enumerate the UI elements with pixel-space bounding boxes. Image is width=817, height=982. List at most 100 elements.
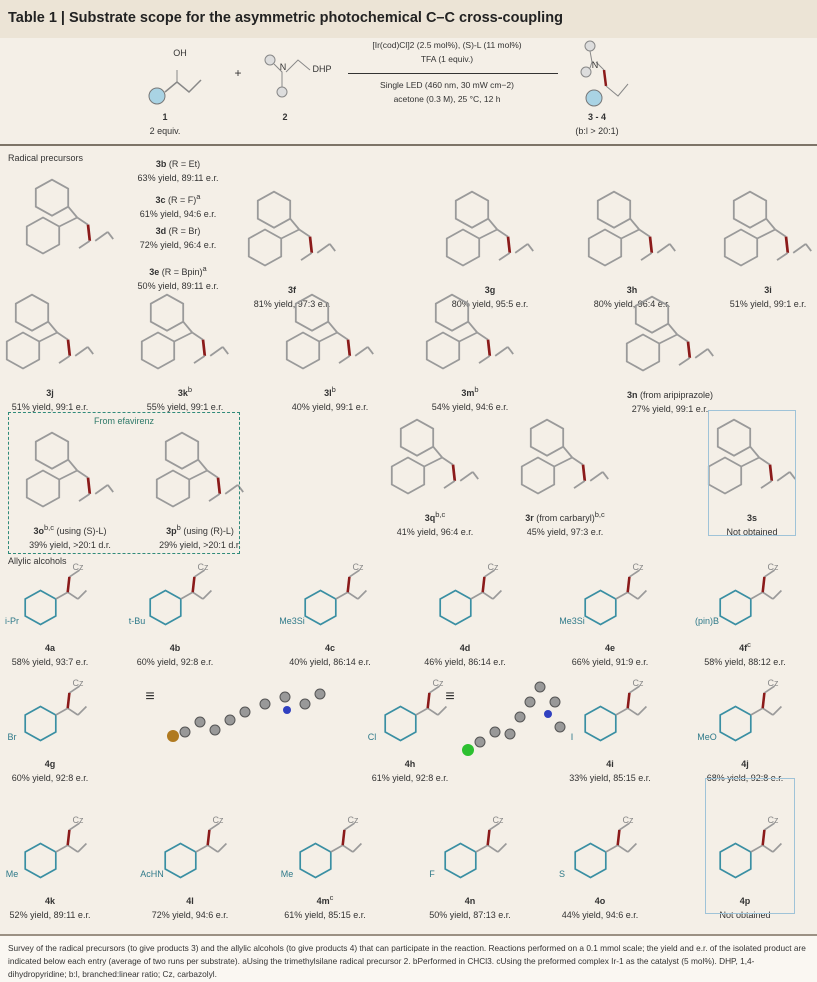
compound-label: 4d xyxy=(459,643,471,653)
yield-text: 40% yield, 99:1 e.r. xyxy=(291,402,369,412)
yield-text: 60% yield, 92:8 e.r. xyxy=(11,773,89,783)
cz-label: Cz xyxy=(347,815,359,825)
compound-label: 3g xyxy=(484,285,496,295)
compound-label: 3f xyxy=(287,285,296,295)
carbazole-structure-3b-3e xyxy=(25,170,115,265)
efavirenz-group-box xyxy=(8,412,240,554)
product-label: 3 - 4 xyxy=(587,112,607,122)
structure-4d xyxy=(430,565,515,633)
structure-4n xyxy=(435,818,520,886)
yield-text: 61% yield, 92:8 e.r. xyxy=(371,773,449,783)
structure-3l xyxy=(285,285,375,380)
compound-label: 3j xyxy=(46,388,54,398)
yield-text: 61% yield, 85:15 e.r. xyxy=(284,910,366,920)
section-allylic-alcohols: Allylic alcohols xyxy=(8,556,67,566)
compound-label: 3o xyxy=(33,526,44,536)
entry-3g: 3g 80% yield, 95:5 e.r. xyxy=(452,280,529,311)
cz-label: Cz xyxy=(72,678,84,688)
yield-text: 66% yield, 91:9 e.r. xyxy=(571,657,649,667)
yield-text: 27% yield, 99:1 e.r. xyxy=(631,404,709,414)
table-title: Table 1 | Substrate scope for the asymme… xyxy=(0,0,817,38)
yield-text: Not obtained xyxy=(726,527,778,537)
compound-label: 3h xyxy=(626,285,638,295)
yield-text: 72% yield, 94:6 e.r. xyxy=(151,910,229,920)
compound-label: 3l xyxy=(324,388,332,398)
dhp-label: DHP xyxy=(312,64,332,74)
structure-4c xyxy=(295,565,380,633)
product-structure xyxy=(580,40,629,107)
reactant-1-equiv: 2 equiv. xyxy=(149,126,181,136)
cz-label: Cz xyxy=(632,678,644,688)
compound-label: 4p xyxy=(739,896,751,906)
structure-3i xyxy=(723,182,813,277)
compound-label: 3k xyxy=(177,388,188,398)
entry-4g: 4g 60% yield, 92:8 e.r. xyxy=(12,754,89,785)
entry-3d: 3d (R = Br)72% yield, 96:4 e.r. xyxy=(139,226,217,250)
product-ratio: (b:l > 20:1) xyxy=(575,126,619,136)
substituent-label: i-Pr xyxy=(5,616,19,626)
structure-4g xyxy=(15,681,100,749)
substituent-label: t-Bu xyxy=(128,616,146,626)
entry-4l: 4l 72% yield, 94:6 e.r. xyxy=(152,891,229,922)
compound-label: 3p xyxy=(166,526,177,536)
yield-text: 51% yield, 99:1 e.r. xyxy=(729,299,807,309)
yield-text: 41% yield, 96:4 e.r. xyxy=(396,527,474,537)
yield-text: 81% yield, 97:3 e.r. xyxy=(253,299,331,309)
reactant-2-label: 2 xyxy=(282,112,288,122)
yield-text: 40% yield, 86:14 e.r. xyxy=(289,657,371,667)
structure-3n xyxy=(625,287,715,382)
substituent-label: Me xyxy=(5,869,19,879)
cz-label: Cz xyxy=(767,562,779,572)
substituent-label: Me3Si xyxy=(559,616,585,626)
yield-text: 58% yield, 88:12 e.r. xyxy=(704,657,786,667)
compound-label: 4a xyxy=(44,643,55,653)
compound-label: 4j xyxy=(741,759,749,769)
substituent-label: (pin)B xyxy=(694,616,720,626)
yield-text: 46% yield, 86:14 e.r. xyxy=(424,657,506,667)
compound-label: 4l xyxy=(186,896,194,906)
cz-label: Cz xyxy=(492,815,504,825)
cz-label: Cz xyxy=(72,562,84,572)
cz-label: Cz xyxy=(212,815,224,825)
substituent-label: S xyxy=(558,869,566,879)
structure-4e xyxy=(575,565,660,633)
substituent-label: AcHN xyxy=(140,869,164,879)
footnote: Survey of the radical precursors (to giv… xyxy=(0,934,817,982)
substituent-label: Me xyxy=(280,869,294,879)
structure-4f xyxy=(710,565,795,633)
compound-label: 4e xyxy=(604,643,615,653)
yield-text: 80% yield, 95:5 e.r. xyxy=(451,299,529,309)
amine-structure xyxy=(264,54,311,98)
substituent-label: Br xyxy=(7,732,17,742)
yield-text: 45% yield, 97:3 e.r. xyxy=(526,527,604,537)
substituent-label: I xyxy=(570,732,574,742)
not-obtained-box-3s xyxy=(708,410,796,536)
structure-3m xyxy=(425,285,515,380)
compound-label: 4k xyxy=(44,896,56,906)
entry-3f: 3f 81% yield, 97:3 e.r. xyxy=(254,280,331,311)
cz-label: Cz xyxy=(72,815,84,825)
compound-label: 4g xyxy=(44,759,56,769)
equivalence-symbol-1: ≡ xyxy=(145,688,155,705)
compound-label: 4o xyxy=(594,896,606,906)
structure-4o xyxy=(565,818,650,886)
substituent-label: MeO xyxy=(697,732,717,742)
yield-text: 33% yield, 85:15 e.r. xyxy=(569,773,651,783)
structure-3k xyxy=(140,285,230,380)
compound-label: 4i xyxy=(606,759,614,769)
plus-sign: + xyxy=(234,66,242,80)
